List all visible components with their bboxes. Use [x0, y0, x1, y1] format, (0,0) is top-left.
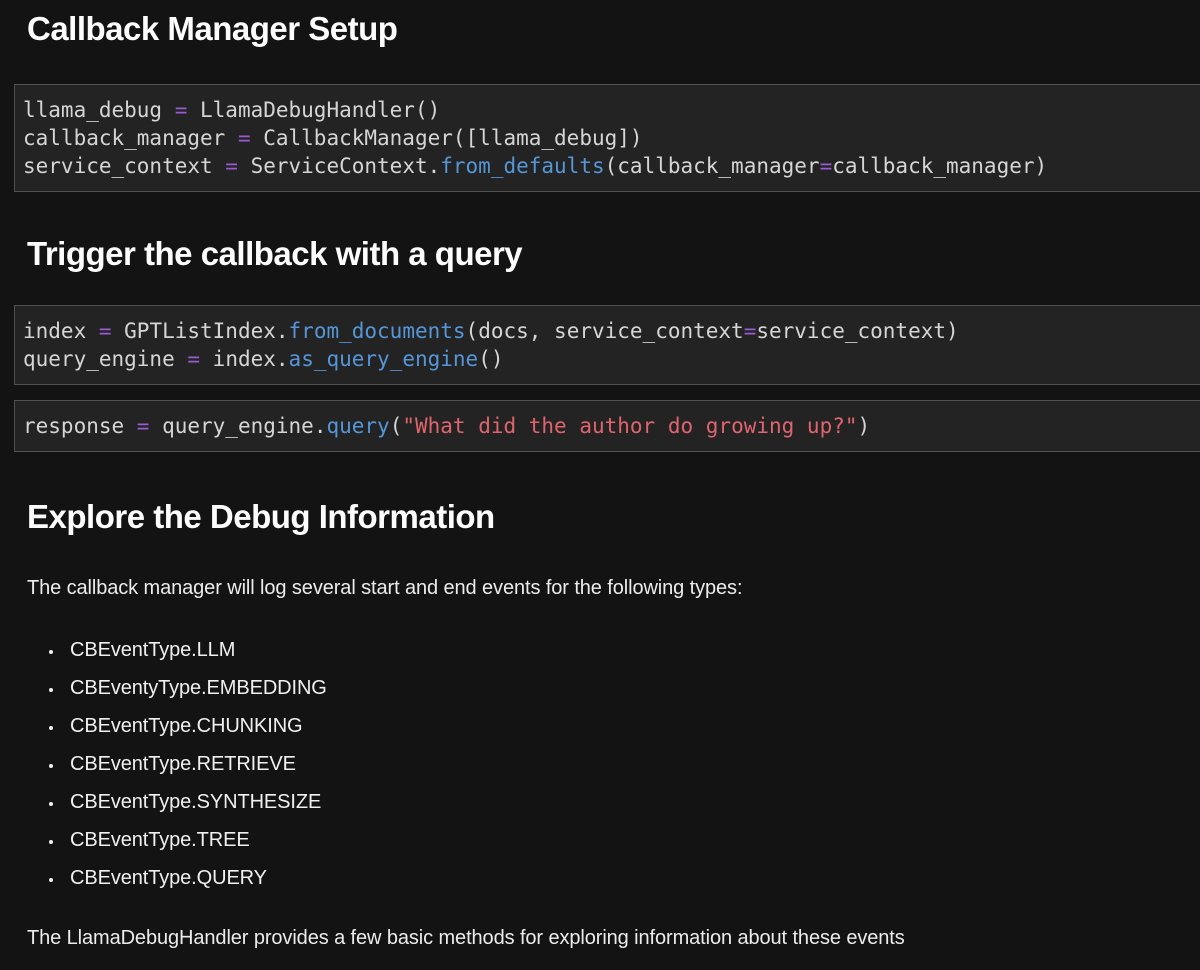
- code-line: query_engine = index.as_query_engine(): [23, 347, 504, 371]
- list-item-event-type: CBEventType.LLM: [64, 631, 1200, 669]
- event-type-list: CBEventType.LLM CBEventyType.EMBEDDING C…: [0, 631, 1200, 897]
- code-block-callback-setup: llama_debug = LlamaDebugHandler() callbac…: [14, 84, 1200, 192]
- footer-paragraph: The LlamaDebugHandler provides a few bas…: [27, 927, 905, 949]
- list-item-event-type: CBEventType.SYNTHESIZE: [64, 783, 1200, 821]
- list-item-event-type: CBEventyType.EMBEDDING: [64, 669, 1200, 707]
- list-item-event-type: CBEventType.RETRIEVE: [64, 745, 1200, 783]
- list-item-event-type: CBEventType.QUERY: [64, 859, 1200, 897]
- code-line: llama_debug = LlamaDebugHandler(): [23, 98, 441, 122]
- section-heading-explore-debug: Explore the Debug Information: [27, 498, 495, 535]
- code-block-index-query-engine: index = GPTListIndex.from_documents(docs…: [14, 305, 1200, 385]
- section-heading-callback-manager-setup: Callback Manager Setup: [27, 10, 398, 47]
- intro-paragraph: The callback manager will log several st…: [27, 577, 743, 599]
- code-block-response-query: response = query_engine.query("What did …: [14, 400, 1200, 452]
- list-item-event-type: CBEventType.TREE: [64, 821, 1200, 859]
- section-heading-trigger-callback: Trigger the callback with a query: [27, 235, 523, 272]
- code-line: index = GPTListIndex.from_documents(docs…: [23, 319, 959, 343]
- list-item-event-type: CBEventType.CHUNKING: [64, 707, 1200, 745]
- code-line: service_context = ServiceContext.from_de…: [23, 154, 1048, 178]
- code-line: callback_manager = CallbackManager([llam…: [23, 126, 643, 150]
- code-line: response = query_engine.query("What did …: [23, 414, 871, 438]
